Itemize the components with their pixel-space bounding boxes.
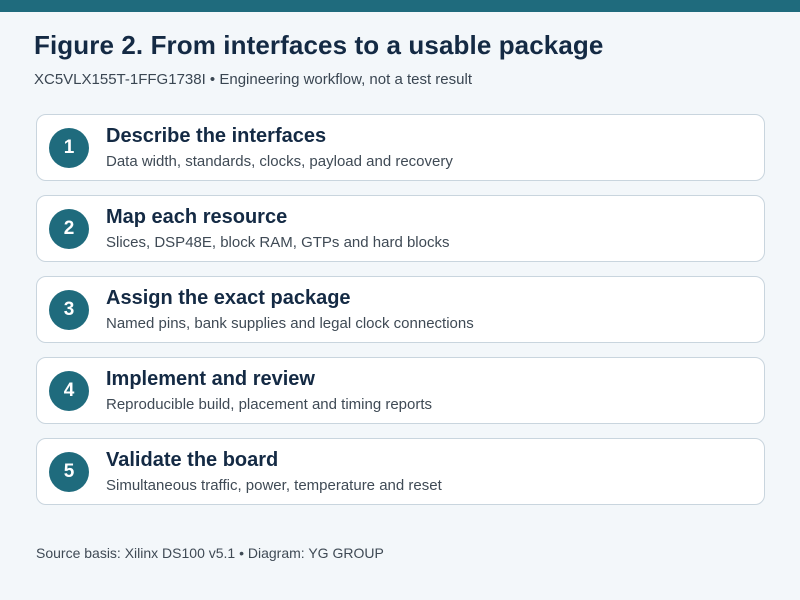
step-description: Named pins, bank supplies and legal cloc…: [106, 315, 474, 332]
step-card-4: 4 Implement and review Reproducible buil…: [36, 357, 765, 424]
step-card-3: 3 Assign the exact package Named pins, b…: [36, 276, 765, 343]
step-card-5: 5 Validate the board Simultaneous traffi…: [36, 438, 765, 505]
page-title: Figure 2. From interfaces to a usable pa…: [34, 30, 604, 60]
step-description: Reproducible build, placement and timing…: [106, 396, 433, 413]
step-number-badge: 2: [49, 209, 89, 249]
step-title: Implement and review: [106, 368, 315, 390]
step-title: Validate the board: [106, 449, 279, 471]
step-description: Slices, DSP48E, block RAM, GTPs and hard…: [106, 234, 450, 251]
source-footer: Source basis: Xilinx DS100 v5.1 • Diagra…: [36, 545, 384, 561]
step-card-2: 2 Map each resource Slices, DSP48E, bloc…: [36, 195, 765, 262]
step-number-badge: 3: [49, 290, 89, 330]
step-title: Map each resource: [106, 206, 288, 228]
step-description: Simultaneous traffic, power, temperature…: [106, 477, 442, 494]
step-number-badge: 4: [49, 371, 89, 411]
workflow-steps: 1 Describe the interfaces Data width, st…: [36, 114, 765, 519]
step-number-badge: 5: [49, 452, 89, 492]
step-card-1: 1 Describe the interfaces Data width, st…: [36, 114, 765, 181]
step-number-badge: 1: [49, 128, 89, 168]
step-description: Data width, standards, clocks, payload a…: [106, 153, 453, 170]
top-accent-bar: [0, 0, 800, 12]
step-title: Assign the exact package: [106, 287, 351, 309]
step-title: Describe the interfaces: [106, 125, 327, 147]
page-subtitle: XC5VLX155T-1FFG1738I • Engineering workf…: [34, 71, 472, 88]
